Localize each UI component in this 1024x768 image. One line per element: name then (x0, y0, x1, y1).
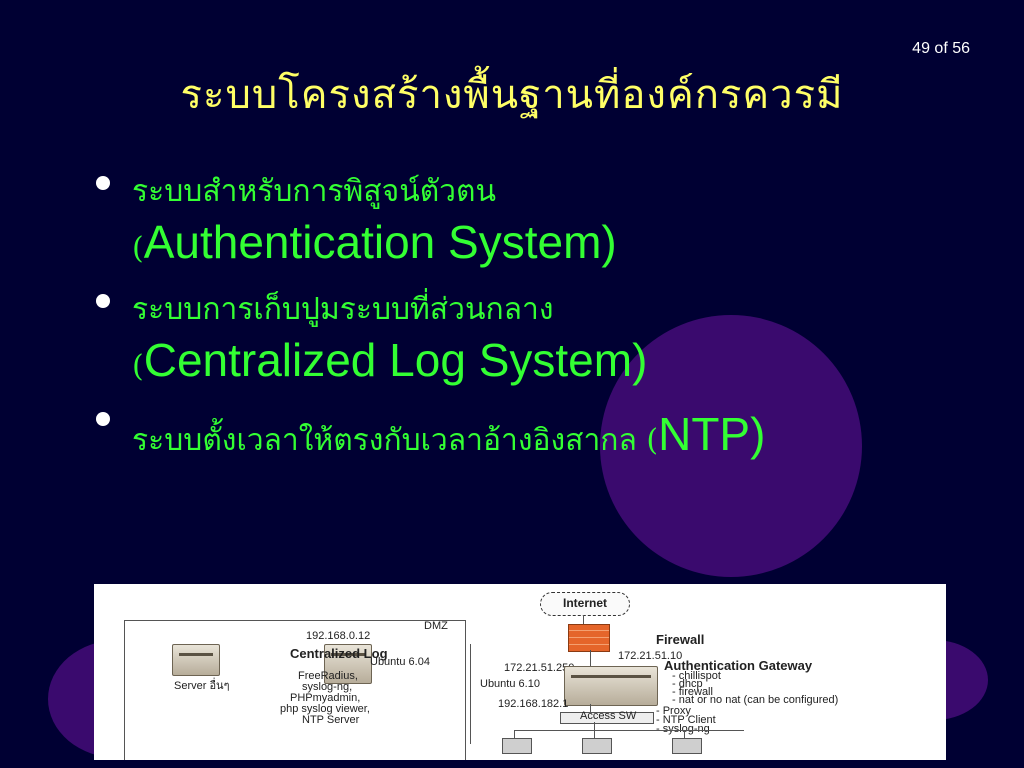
firewall-label: Firewall (656, 632, 705, 647)
log-service-0: FreeRadius, (298, 670, 358, 682)
gw-service-2: - firewall (672, 686, 713, 698)
auth-gateway-label: Authentication Gateway (664, 658, 813, 673)
gw-service-1: - dhcp (672, 678, 703, 690)
bullet-english-text: NTP) (658, 408, 766, 460)
access-switch-icon (560, 712, 654, 724)
link-line (590, 650, 591, 666)
page-number: 49 of 56 (912, 40, 970, 57)
log-service-2: PHPmyadmin, (290, 692, 361, 704)
gw-service-4: - Proxy (656, 705, 691, 717)
other-server-label: Server อื่นๆ (174, 680, 230, 692)
slide-title: ระบบโครงสร้างพื้นฐานที่องค์กรควรมี (180, 72, 844, 118)
log-service-3: php syslog viewer, (280, 703, 370, 715)
link-line (594, 722, 595, 738)
decorative-circle (600, 315, 862, 577)
bullet-thai-text: ระบบสำหรับการพิสูจน์ตัวตน (132, 174, 497, 209)
link-line (583, 615, 584, 625)
centralized-log-label: Centralized Log (290, 646, 388, 661)
log-service-4: NTP Server (302, 714, 360, 726)
bullet-authentication: ระบบสำหรับการพิสูจน์ตัวตน (Authenticatio… (96, 170, 996, 270)
ip-gateway-outer: 172.21.51.250 (504, 662, 575, 674)
dmz-label: DMZ (424, 620, 448, 632)
firewall-icon (568, 624, 610, 652)
link-line (514, 730, 515, 738)
bullet-centralized-log: ระบบการเก็บปูมระบบที่ส่วนกลาง (Centraliz… (96, 288, 996, 388)
bullet-english-text: Authentication System) (143, 216, 617, 268)
internet-cloud-icon: Internet (540, 592, 630, 616)
bullet-paren: ( (132, 231, 144, 266)
dmz-box (124, 620, 466, 760)
client-pc-icon (502, 738, 532, 754)
access-switch-label: Access SW (580, 710, 637, 722)
bullet-dot-icon (96, 294, 110, 308)
log-service-1: syslog-ng, (302, 681, 353, 693)
bullet-ntp: ระบบตั้งเวลาให้ตรงกับเวลาอ้างอิงสากล (NT… (96, 406, 996, 463)
client-pc-icon (672, 738, 702, 754)
bullet-paren: ( (636, 423, 659, 458)
client-pc-icon (582, 738, 612, 754)
gw-service-0: - chillispot (672, 670, 721, 682)
auth-gateway-icon (564, 666, 658, 706)
bullet-list: ระบบสำหรับการพิสูจน์ตัวตน (Authenticatio… (96, 170, 996, 481)
bullet-paren: ( (132, 349, 144, 384)
bullet-dot-icon (96, 412, 110, 426)
ip-firewall-outer: 172.21.51.10 (618, 650, 683, 662)
other-server-icon (172, 644, 220, 676)
bullet-dot-icon (96, 176, 110, 190)
link-line (684, 730, 685, 738)
gw-service-5: - NTP Client (656, 714, 716, 726)
bullet-thai-text: ระบบตั้งเวลาให้ตรงกับเวลาอ้างอิงสากล (132, 423, 637, 458)
ip-gateway-inner: 192.168.182.1 (498, 698, 569, 710)
network-diagram: DMZ Internet Firewall 172.21.51.10 192.1… (94, 584, 946, 760)
bullet-thai-text: ระบบการเก็บปูมระบบที่ส่วนกลาง (132, 292, 554, 327)
gw-service-3: - nat or no nat (can be configured) (672, 694, 839, 706)
log-server-ip: 192.168.0.12 (306, 630, 371, 642)
bullet-english-text: Centralized Log System) (143, 334, 648, 386)
log-server-os: Ubuntu 6.04 (370, 656, 430, 668)
link-line (590, 704, 591, 714)
internal-box (470, 644, 491, 744)
gateway-os: Ubuntu 6.10 (480, 678, 540, 690)
gw-service-6: - syslog-ng (656, 723, 710, 735)
link-line (514, 730, 744, 731)
internet-label: Internet (562, 596, 607, 610)
log-server-icon (324, 644, 372, 684)
